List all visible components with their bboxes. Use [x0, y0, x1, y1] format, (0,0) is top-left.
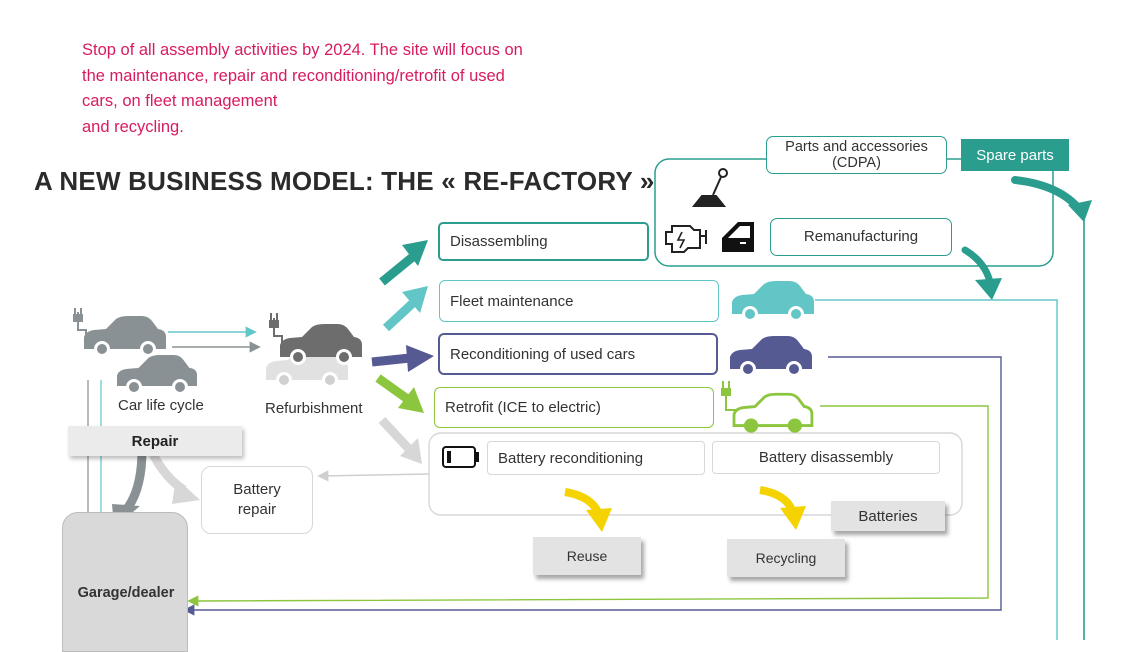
- reuse-arrow: [564, 488, 612, 532]
- car-icon: [730, 336, 812, 377]
- garage-dealer-box: Garage/dealer: [62, 512, 188, 652]
- repair-box: Repair: [68, 426, 242, 456]
- plug-icon: [73, 308, 87, 346]
- car-icon: [732, 392, 814, 433]
- car-icon: [115, 353, 199, 395]
- refurbishment-label: Refurbishment: [265, 400, 363, 417]
- car-door-icon: [722, 222, 754, 252]
- remanufacturing-box: Remanufacturing: [770, 218, 952, 256]
- battery-reconditioning-box: Battery reconditioning: [487, 441, 705, 475]
- car-icon: [266, 347, 348, 388]
- car-life-cycle-label: Car life cycle: [118, 397, 204, 414]
- plug-icon: [269, 313, 283, 350]
- remanufacturing-curve-arrow: [961, 246, 994, 286]
- fleet-maintenance-box: Fleet maintenance: [439, 280, 719, 322]
- arrow-to-reconditioning: [371, 345, 434, 372]
- recycling-arrow: [759, 486, 806, 530]
- battery-repair-box: Battery repair: [201, 466, 313, 534]
- recycling-box: Recycling: [727, 539, 845, 577]
- car-icon: [280, 324, 362, 365]
- retrofit-return-line: [187, 405, 989, 607]
- car-icon: [732, 281, 814, 322]
- gear-shift-icon: [691, 168, 728, 207]
- arrow-to-retrofit: [375, 374, 424, 413]
- parts-accessories-box: Parts and accessories (CDPA): [766, 136, 947, 174]
- arrow-to-disassembling: [379, 240, 428, 286]
- spare-parts-box: Spare parts: [961, 139, 1069, 171]
- page-title: A NEW BUSINESS MODEL: THE « RE-FACTORY »: [34, 166, 655, 196]
- disassembling-box: Disassembling: [438, 222, 649, 261]
- reconditioning-box: Reconditioning of used cars: [438, 333, 718, 375]
- engine-icon: [665, 225, 707, 253]
- arrow-to-fleet-maintenance: [382, 286, 428, 332]
- repair-to-garage-arrow: [122, 449, 147, 513]
- batteries-box: Batteries: [831, 501, 945, 531]
- car-icon: [84, 316, 166, 357]
- plug-icon: [721, 381, 738, 411]
- reconditioning-return-line: [183, 356, 1002, 616]
- battery-disassembly-box: Battery disassembly: [712, 441, 940, 474]
- fleet-return-line: [815, 299, 1058, 640]
- battery-to-repair-arrow: [317, 470, 430, 482]
- arrow-to-battery: [378, 416, 422, 464]
- retrofit-box: Retrofit (ICE to electric): [434, 387, 714, 428]
- battery-icon: [442, 446, 479, 468]
- reuse-box: Reuse: [533, 537, 641, 575]
- intro-text: Stop of all assembly activities by 2024.…: [82, 41, 523, 136]
- garage-dealer-label: Garage/dealer: [77, 585, 175, 601]
